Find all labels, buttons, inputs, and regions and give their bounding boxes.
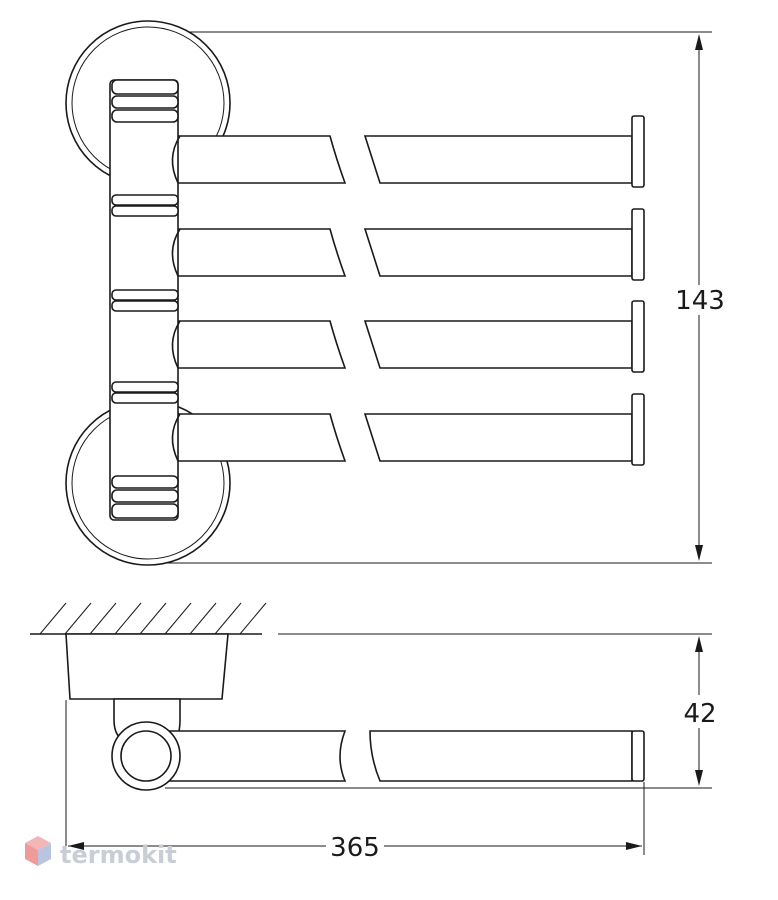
cap-ring — [111, 475, 179, 489]
wall-hatch — [30, 602, 267, 635]
arrowhead-up — [695, 34, 703, 50]
cap-ring — [111, 109, 179, 123]
separator-ring — [111, 300, 179, 312]
cube-right — [38, 843, 51, 866]
cap-ring — [111, 95, 179, 109]
hatch-line — [64, 602, 92, 635]
cube-logo-icon — [25, 836, 51, 866]
arm-segment-near — [149, 320, 347, 369]
watermark-text: termokit — [60, 841, 177, 869]
separator-ring — [111, 205, 179, 217]
arm-endcap — [631, 208, 645, 281]
arm-segment-far — [363, 135, 633, 184]
height-label: 143 — [675, 286, 725, 316]
arrowhead-right — [626, 842, 642, 850]
arm-roots — [171, 135, 181, 462]
towel-arm — [149, 208, 645, 281]
arm-segment-near — [149, 228, 347, 277]
arm-endcap — [631, 393, 645, 466]
towel-arms — [149, 115, 645, 466]
hatch-line — [89, 602, 117, 635]
arm-root-curve — [171, 320, 181, 369]
hatch-line — [164, 602, 192, 635]
towel-arm — [149, 300, 645, 373]
arm-endcap — [631, 300, 645, 373]
arrowhead-down — [695, 770, 703, 786]
arm-endcap — [631, 115, 645, 188]
side-arm-near — [149, 730, 347, 782]
cap-ring — [111, 503, 179, 519]
arm-segment-near — [149, 413, 347, 462]
hatch-line — [139, 602, 167, 635]
separator-ring — [111, 381, 179, 393]
side-arm-endcap — [631, 730, 645, 782]
arm-segment-near — [149, 135, 347, 184]
arrowhead-left — [68, 842, 84, 850]
arm-root-curve — [171, 228, 181, 277]
cap-ring — [111, 489, 179, 503]
cap-ring — [111, 79, 179, 95]
separator-ring — [111, 392, 179, 404]
depth-dimension: 42 — [683, 636, 717, 786]
arrowhead-down — [695, 545, 703, 561]
hatch-line — [189, 602, 217, 635]
arm-root-curve — [171, 135, 181, 184]
hatch-line — [39, 602, 67, 635]
watermark: termokit — [25, 836, 177, 869]
separator-ring — [111, 194, 179, 206]
towel-arm — [149, 115, 645, 188]
pivot-column — [109, 79, 179, 521]
arm-segment-far — [363, 228, 633, 277]
front-view: 143 — [65, 20, 725, 566]
depth-label: 42 — [683, 699, 716, 729]
length-label: 365 — [330, 833, 380, 863]
arm-segment-far — [363, 413, 633, 462]
arm-root-curve — [171, 413, 181, 462]
arrowhead-up — [695, 636, 703, 652]
height-dimension: 143 — [675, 34, 725, 561]
cube-left — [25, 843, 38, 866]
side-arm-far — [369, 730, 633, 782]
side-view: 42 365 — [30, 602, 717, 863]
hatch-line — [239, 602, 267, 635]
towel-arm — [149, 393, 645, 466]
hatch-line — [214, 602, 242, 635]
arm-segment-far — [363, 320, 633, 369]
separator-ring — [111, 289, 179, 301]
hatch-line — [114, 602, 142, 635]
flange-cup — [65, 633, 229, 700]
pivot-ring-inner — [120, 730, 172, 782]
length-dimension: 365 — [65, 700, 645, 863]
